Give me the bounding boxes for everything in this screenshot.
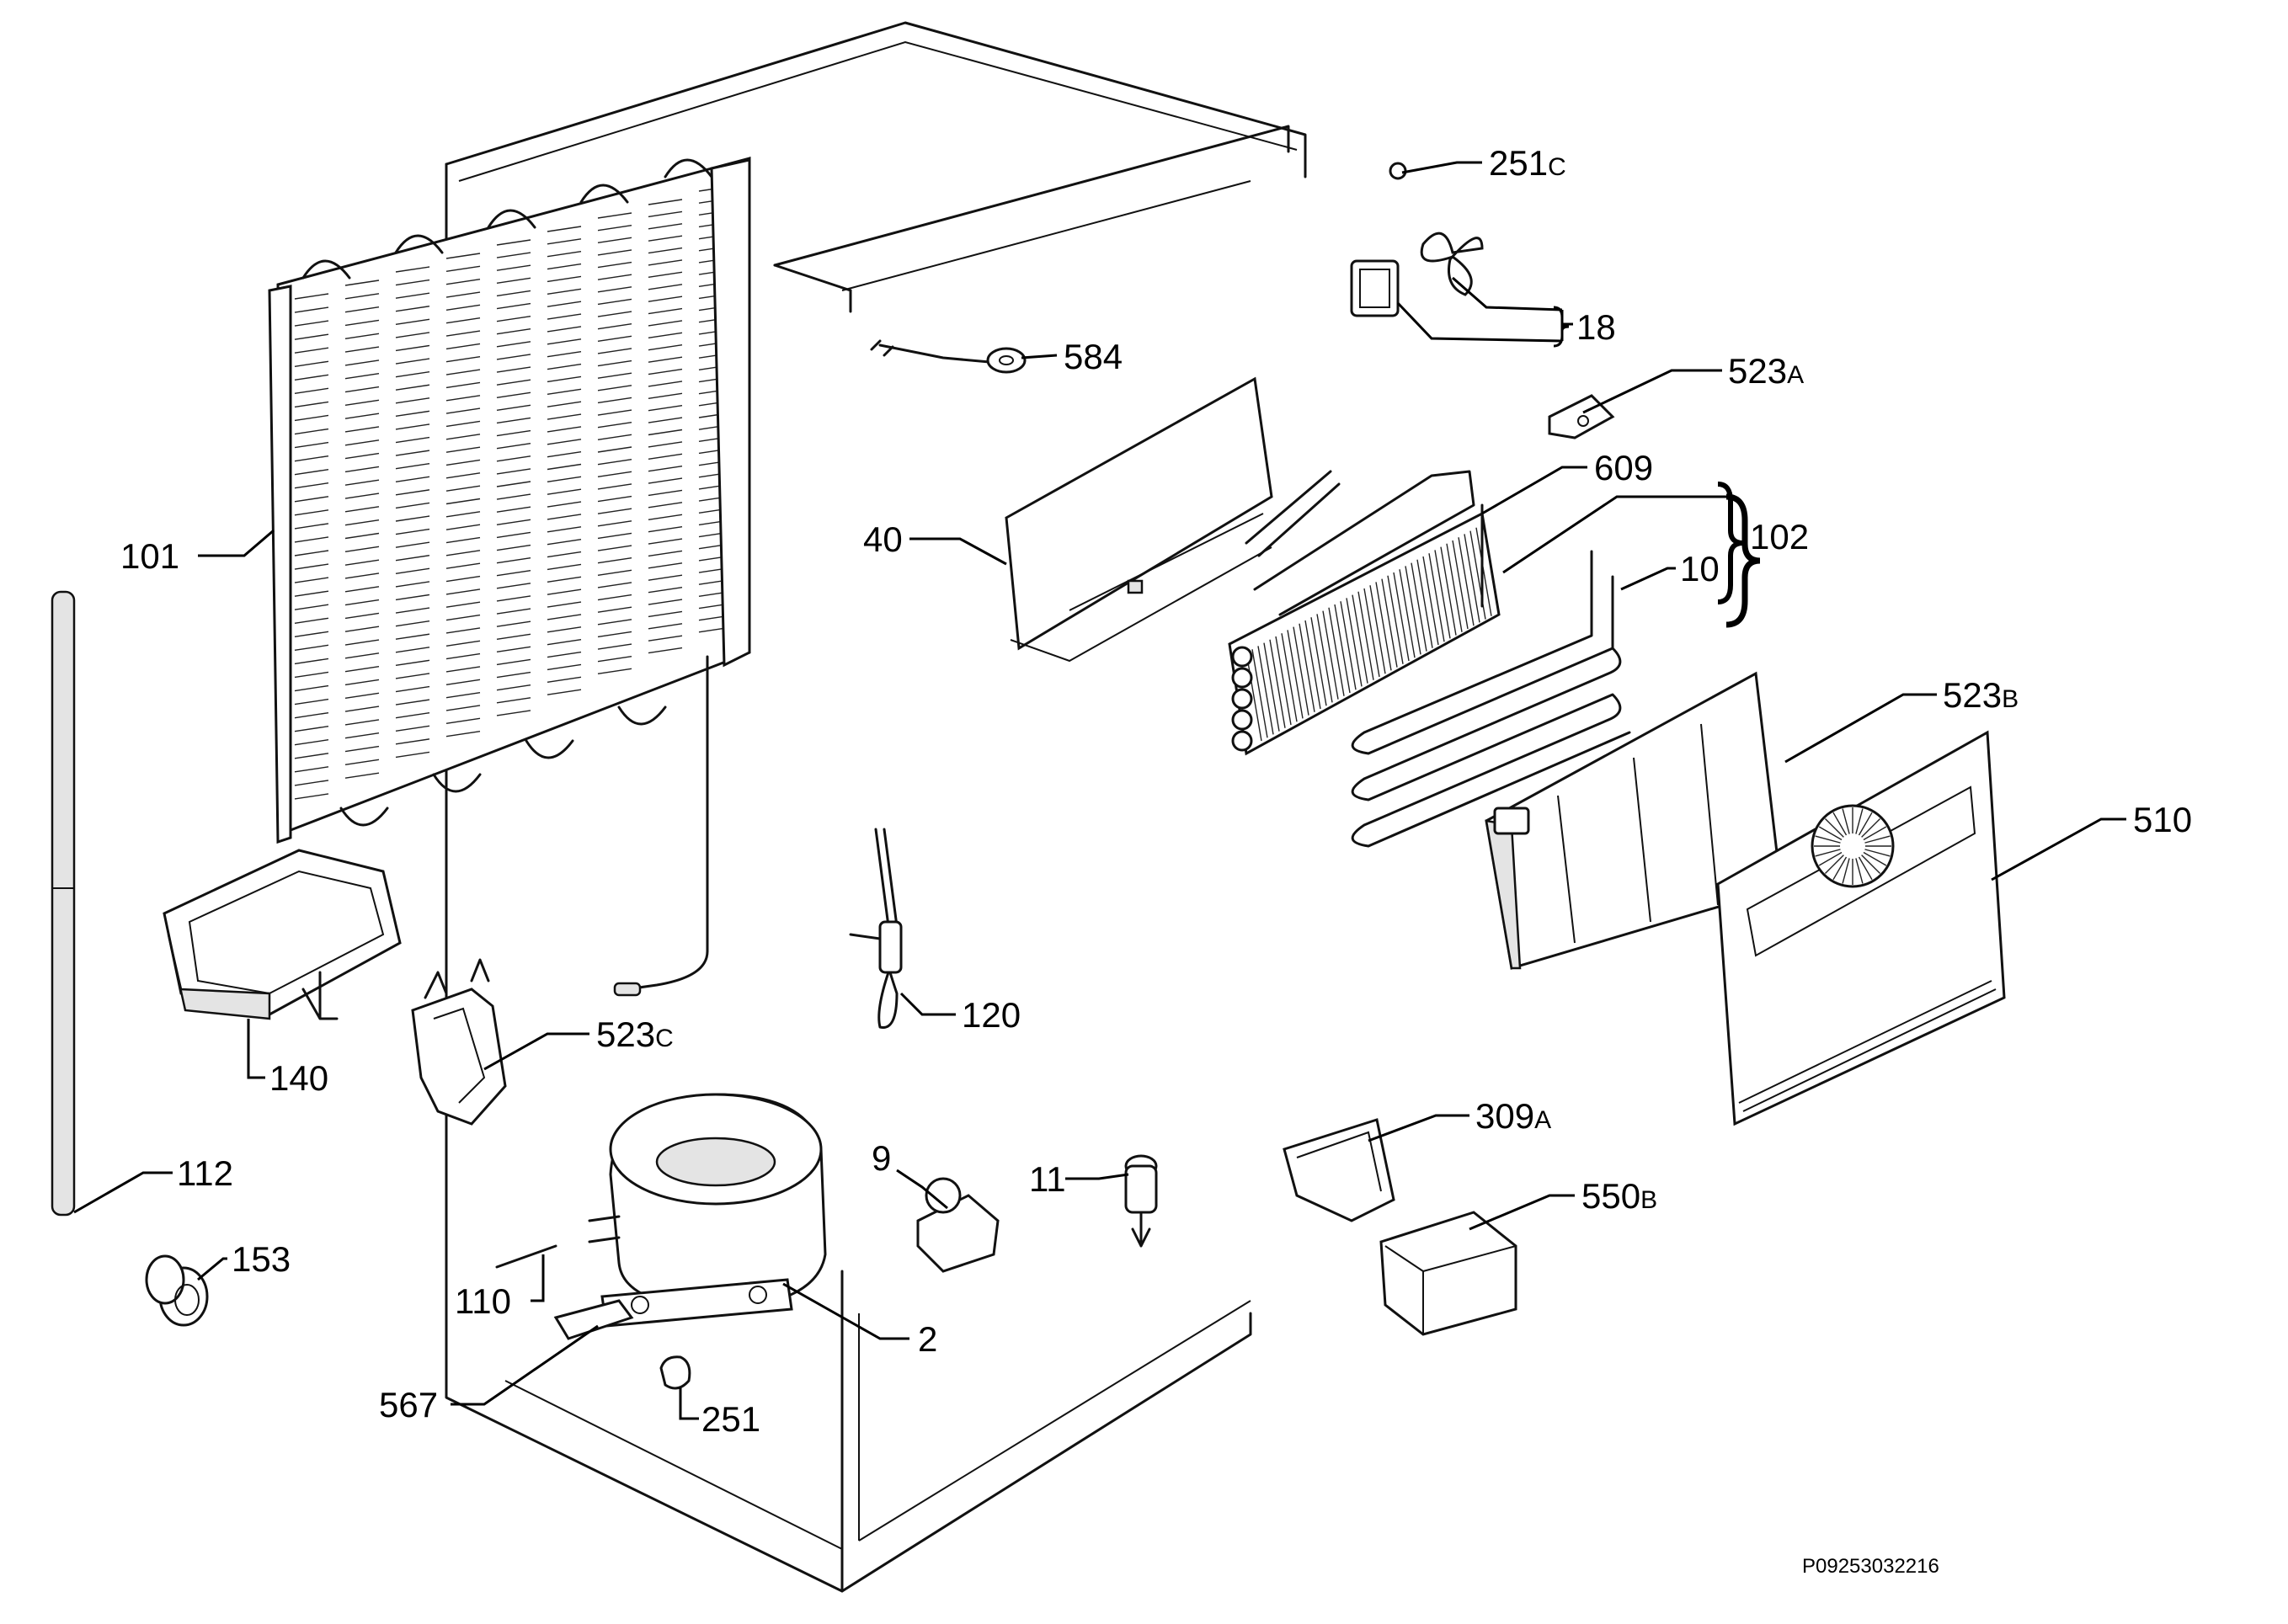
defrost-heater-10: [1351, 550, 1631, 848]
capacitor-550b: [1379, 1211, 1517, 1336]
label-9: 9: [872, 1138, 891, 1178]
label-523b: 523B: [1943, 675, 2019, 715]
evaporation-tray: [163, 849, 402, 1020]
label-2: 2: [918, 1319, 937, 1359]
label-102: 102: [1750, 517, 1809, 556]
small-parts: [495, 1244, 691, 1390]
label-120: 120: [962, 995, 1021, 1035]
part-labels: 251C 18 584 523A 609 102 10 40 101 523B …: [120, 143, 2192, 1578]
label-251: 251: [701, 1399, 760, 1439]
clip-523c: [411, 958, 507, 1126]
relay-9: [916, 1177, 1000, 1273]
brace-18: [1553, 306, 1570, 348]
label-110: 110: [455, 1281, 511, 1321]
fan-motor-18: [1350, 162, 1484, 317]
label-309a: 309A: [1475, 1096, 1551, 1136]
label-153: 153: [232, 1239, 291, 1279]
condenser-coil: [268, 157, 751, 997]
compressor-2: [588, 1093, 827, 1328]
holder-309a: [1283, 1118, 1395, 1222]
label-523a: 523A: [1728, 351, 1804, 391]
label-584: 584: [1064, 337, 1123, 376]
leader-lines: [73, 161, 2126, 1420]
label-11: 11: [1029, 1159, 1066, 1199]
label-609: 609: [1594, 448, 1653, 487]
label-510: 510: [2133, 800, 2192, 839]
label-523c: 523C: [596, 1014, 674, 1054]
duct-cover-523b: [1485, 671, 1783, 970]
drawing-code: P09253032216: [1802, 1555, 1939, 1578]
sleeve-part: [145, 1254, 209, 1327]
cabinet-body: [445, 21, 1307, 1593]
cover-plate-40: [1005, 376, 1273, 663]
drain-tube: [51, 590, 76, 1217]
label-10: 10: [1680, 549, 1720, 588]
label-101: 101: [120, 536, 179, 576]
evaporator-assembly: [1228, 470, 1501, 756]
label-112: 112: [177, 1153, 233, 1193]
label-251c: 251C: [1489, 143, 1566, 183]
thermal-switch-11: [1124, 1154, 1158, 1248]
label-140: 140: [269, 1058, 328, 1098]
sensor-584: [870, 339, 1027, 374]
label-550b: 550B: [1581, 1176, 1657, 1216]
fan-cover-510: [1716, 730, 2006, 1126]
label-40: 40: [863, 519, 903, 559]
label-18: 18: [1576, 307, 1616, 347]
brace-102: [1725, 493, 1761, 628]
label-567: 567: [379, 1385, 438, 1424]
wire-120: [849, 828, 903, 1029]
